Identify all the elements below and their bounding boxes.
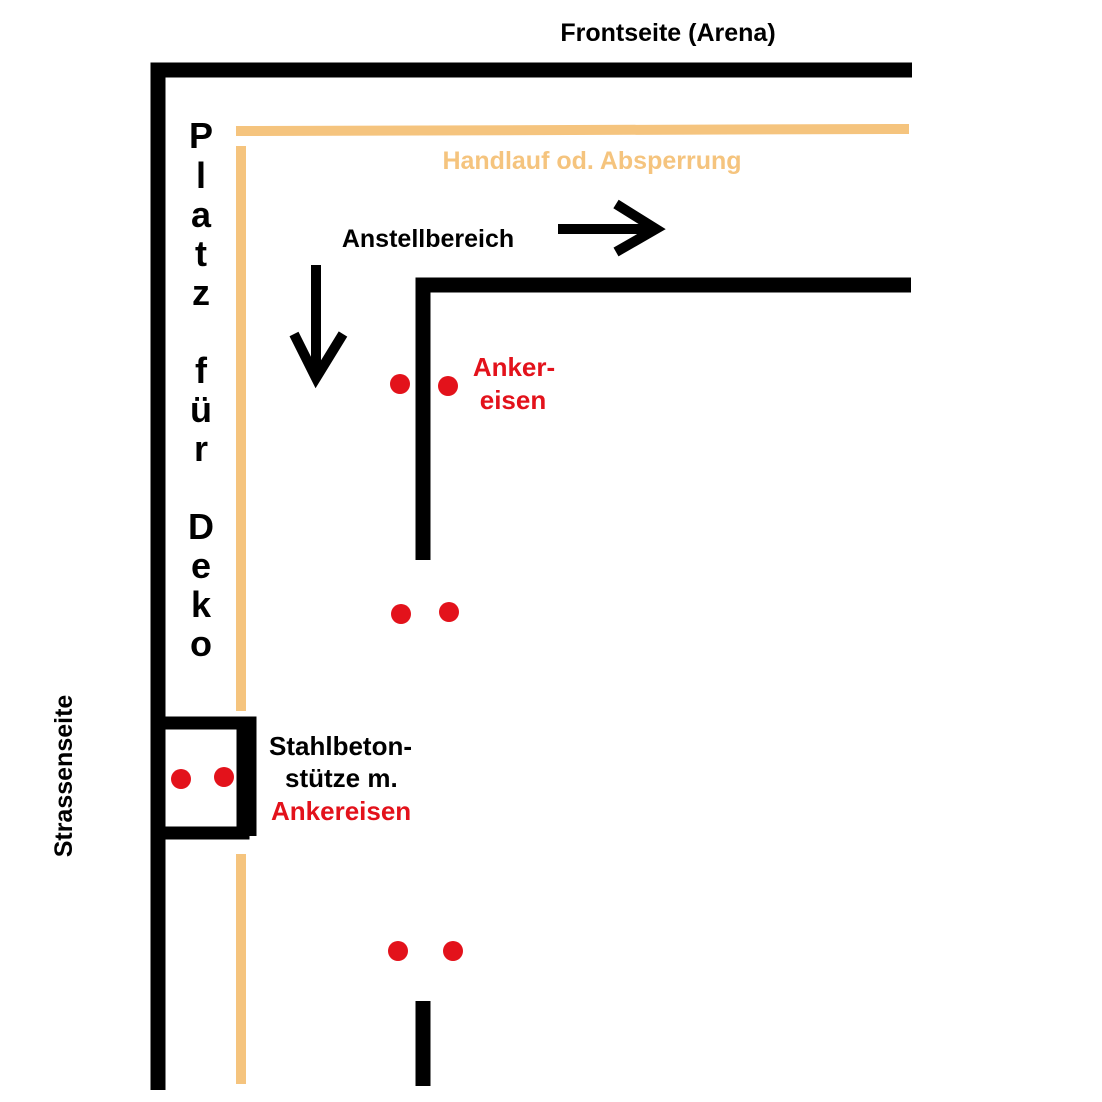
column-label-line2: stütze m.: [285, 763, 398, 793]
column-label-line3: Ankereisen: [271, 796, 411, 826]
anchor-bolt: [439, 602, 459, 622]
railing-top: [235, 124, 910, 136]
deco-letter: P: [189, 115, 213, 156]
deco-letter: r: [194, 428, 208, 469]
queue-label: Anstellbereich: [342, 225, 514, 253]
deco-letter: k: [191, 584, 212, 625]
deco-letter: o: [190, 623, 212, 664]
anchor-bolts: [171, 374, 463, 961]
concrete-column: [165, 716, 257, 840]
deco-letter: t: [195, 233, 207, 274]
deco-letter: z: [192, 272, 210, 313]
column-label-line1: Stahlbeton-: [269, 731, 412, 761]
anchor-label-line2: eisen: [480, 385, 547, 415]
deco-letter: e: [191, 545, 211, 586]
deco-letter: f: [195, 350, 208, 391]
anchor-label-line1: Anker-: [473, 352, 555, 382]
front-label: Frontseite (Arena): [560, 19, 775, 47]
deco-letter: ü: [190, 389, 212, 430]
deco-letter: a: [191, 194, 212, 235]
outer-wall: [150, 62, 912, 1090]
railing: [235, 124, 910, 1084]
deco-area-label: P l a t z f ü r D e k o: [188, 115, 214, 664]
arrow-right-icon: [558, 199, 666, 257]
anchor-bolt: [388, 941, 408, 961]
anchor-bolt: [214, 767, 234, 787]
anchor-bolt: [443, 941, 463, 961]
anchor-bolt: [390, 374, 410, 394]
deco-letter: l: [196, 155, 206, 196]
railing-label: Handlauf od. Absperrung: [442, 147, 741, 175]
anchor-bolt: [391, 604, 411, 624]
deco-letter: D: [188, 506, 214, 547]
street-label: Strassenseite: [50, 695, 78, 858]
inner-wall: [415, 277, 911, 1086]
arrow-down-icon: [289, 265, 348, 389]
anchor-bolt: [438, 376, 458, 396]
anchor-bolt: [171, 769, 191, 789]
